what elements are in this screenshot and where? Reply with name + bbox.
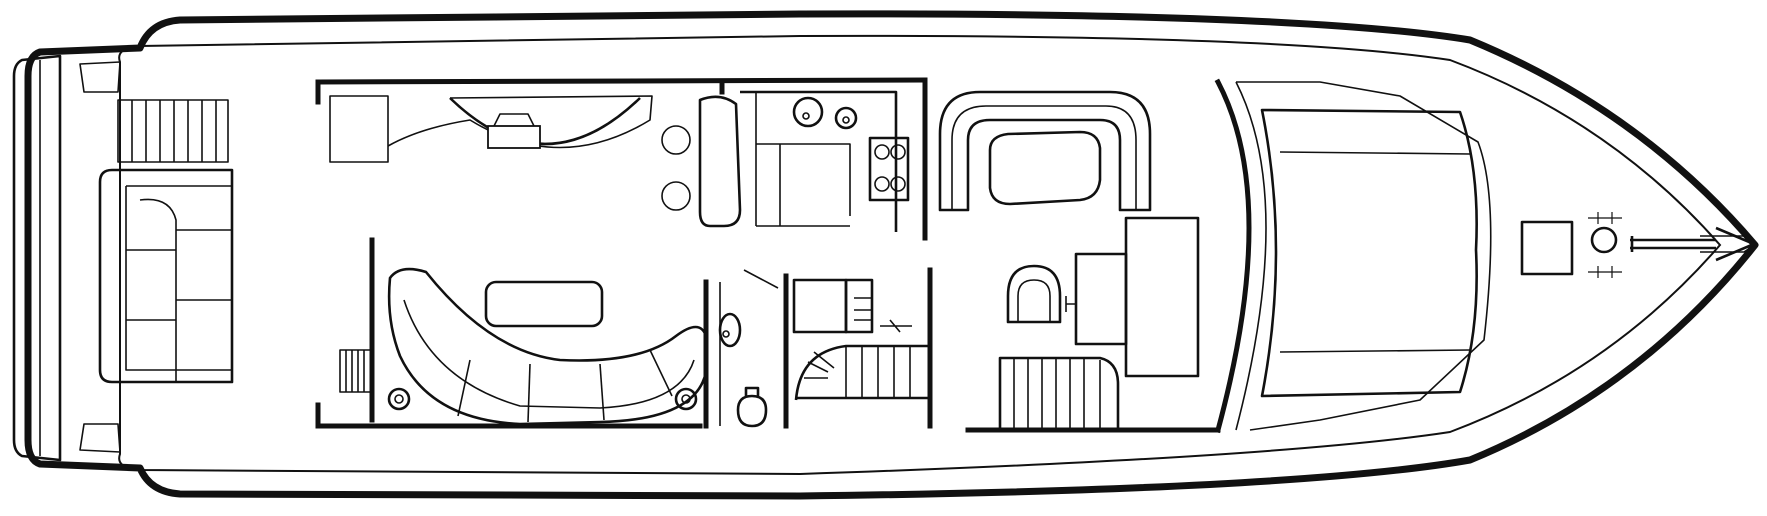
dinette-table <box>988 130 1102 206</box>
burner-icon <box>890 176 906 192</box>
helm <box>965 216 1221 433</box>
helm-chair <box>1006 264 1062 324</box>
toilet-icon <box>736 386 768 428</box>
galley <box>719 77 928 241</box>
entertainment-cabinet <box>329 95 653 163</box>
bar-stool-bottom <box>661 181 691 211</box>
foredeck <box>1520 212 1757 278</box>
day-head <box>703 269 789 429</box>
companion-seat <box>1074 252 1128 346</box>
cleat-icon <box>1588 212 1622 224</box>
dinette <box>938 90 1152 212</box>
aft-deck <box>98 99 234 384</box>
curved-sofa <box>339 267 708 426</box>
windlass-icon <box>1590 226 1618 254</box>
swim-platform <box>12 54 62 462</box>
bar-stools <box>661 125 691 211</box>
coffee-table <box>484 280 604 328</box>
cooktop <box>868 136 910 202</box>
tv-icon <box>487 125 541 149</box>
bow-pulpit <box>1700 235 1757 253</box>
hull-inner-line <box>118 34 1722 476</box>
salon-walls <box>315 77 928 429</box>
vanity-sink-icon <box>718 312 742 348</box>
salon <box>329 95 742 228</box>
hull-outline <box>24 10 1759 500</box>
transom-step-bottom <box>79 423 121 453</box>
foredeck-sunpad <box>1260 108 1478 398</box>
burner-icon <box>874 176 890 192</box>
burner-icon <box>874 144 890 160</box>
hatch-icon <box>1520 220 1574 276</box>
sink-icon-small <box>834 106 858 130</box>
galley-sink <box>792 96 858 130</box>
sink-icon <box>792 96 824 128</box>
windshield <box>1214 78 1492 434</box>
aft-stairs <box>117 99 229 163</box>
speaker-icon <box>387 387 411 411</box>
speaker-icon <box>674 387 698 411</box>
anchor-icon <box>1630 236 1716 252</box>
hull <box>12 10 1759 500</box>
aft-settee <box>98 168 234 384</box>
transom-step-top <box>79 61 121 93</box>
bar-counter <box>698 95 742 228</box>
spiral-stairs <box>792 267 933 429</box>
helm-stairs <box>998 356 1120 432</box>
burner-icon <box>890 144 906 160</box>
cleat-icon <box>1588 266 1622 278</box>
salon-stairs-aft <box>339 349 373 393</box>
bar-stool-top <box>661 125 691 155</box>
helm-console <box>1124 216 1200 378</box>
